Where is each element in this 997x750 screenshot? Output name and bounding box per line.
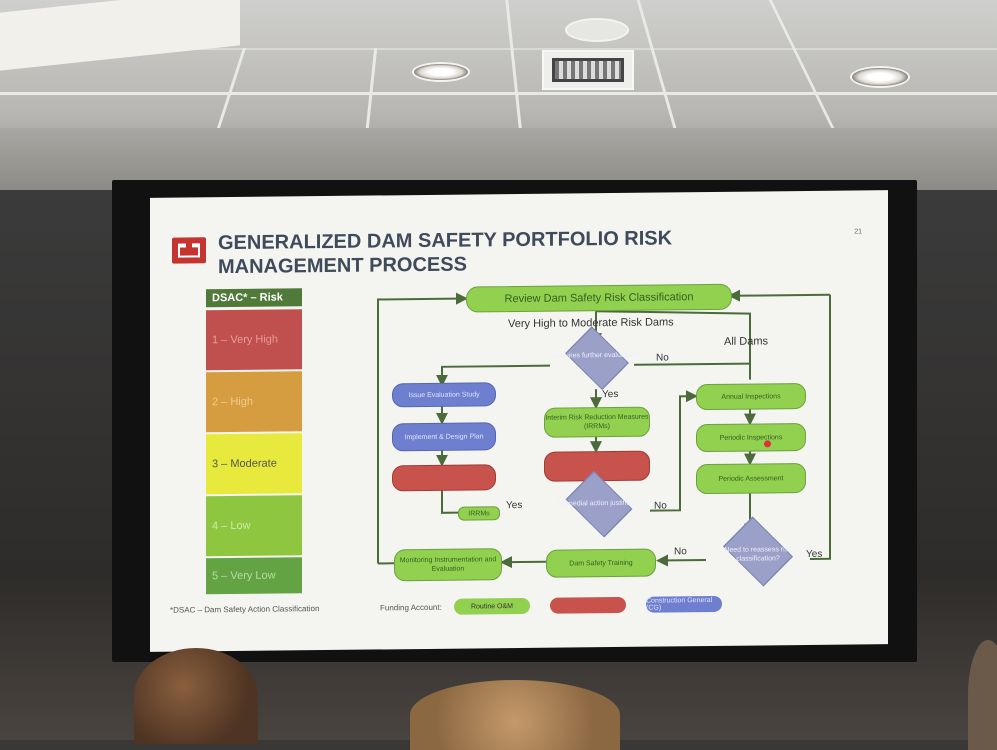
- ceiling-grid-line: [0, 48, 997, 50]
- audience-head: [134, 648, 258, 744]
- requires-evaluation-decision: Requires further evaluation?: [550, 326, 642, 392]
- laser-pointer-dot: [764, 440, 771, 448]
- no-label-1: No: [656, 352, 669, 364]
- no-label-3: No: [674, 546, 687, 558]
- recessed-light: [850, 66, 910, 88]
- interim-measures-node: Interim Risk Reduction Measures (IRRMs): [544, 406, 650, 438]
- audience-head: [410, 680, 620, 750]
- ceiling-grid-line: [217, 48, 246, 128]
- no-label-2: No: [654, 500, 667, 512]
- yes-label-2: Yes: [506, 499, 523, 512]
- ceiling-grid-line: [768, 0, 835, 128]
- issue-evaluation-node: Issue Evaluation Study: [392, 382, 496, 408]
- review-classification-node: Review Dam Safety Risk Classification: [466, 283, 732, 313]
- yes-label-3: Yes: [806, 548, 823, 560]
- recessed-light: [412, 62, 470, 82]
- projection-screen: GENERALIZED DAM SAFETY PORTFOLIO RISK MA…: [150, 190, 888, 652]
- ceiling-grid-line: [0, 92, 997, 95]
- remedial-action-decision: Remedial action justified?: [550, 470, 646, 540]
- periodic-inspections-node: Periodic Inspections: [696, 422, 806, 453]
- speaker: [565, 18, 629, 42]
- flowchart-connectors: [377, 289, 831, 569]
- air-vent: [542, 50, 634, 90]
- red-left-node: [392, 464, 496, 492]
- periodic-assessment-node: Periodic Assessment: [696, 462, 806, 495]
- annual-inspections-node: Annual Inspections: [696, 382, 806, 411]
- audience-head: [968, 640, 997, 750]
- ceiling-beam: [0, 128, 997, 190]
- ceiling-grid-line: [505, 0, 522, 128]
- all-dams-label: All Dams: [724, 335, 769, 348]
- yes-label-1: Yes: [602, 388, 619, 401]
- light-panel: [0, 0, 240, 71]
- irrms-pill: IRRMs: [458, 506, 500, 521]
- ceiling-grid-line: [636, 0, 677, 128]
- dam-safety-training-node: Dam Safety Training: [546, 548, 656, 578]
- ceiling-grid-line: [365, 48, 378, 128]
- implement-plan-node: Implement & Design Plan: [392, 422, 496, 452]
- reassess-decision: Need to reassess risk classification?: [706, 516, 810, 587]
- monitoring-node: Monitoring Instrumentation and Evaluatio…: [394, 548, 502, 582]
